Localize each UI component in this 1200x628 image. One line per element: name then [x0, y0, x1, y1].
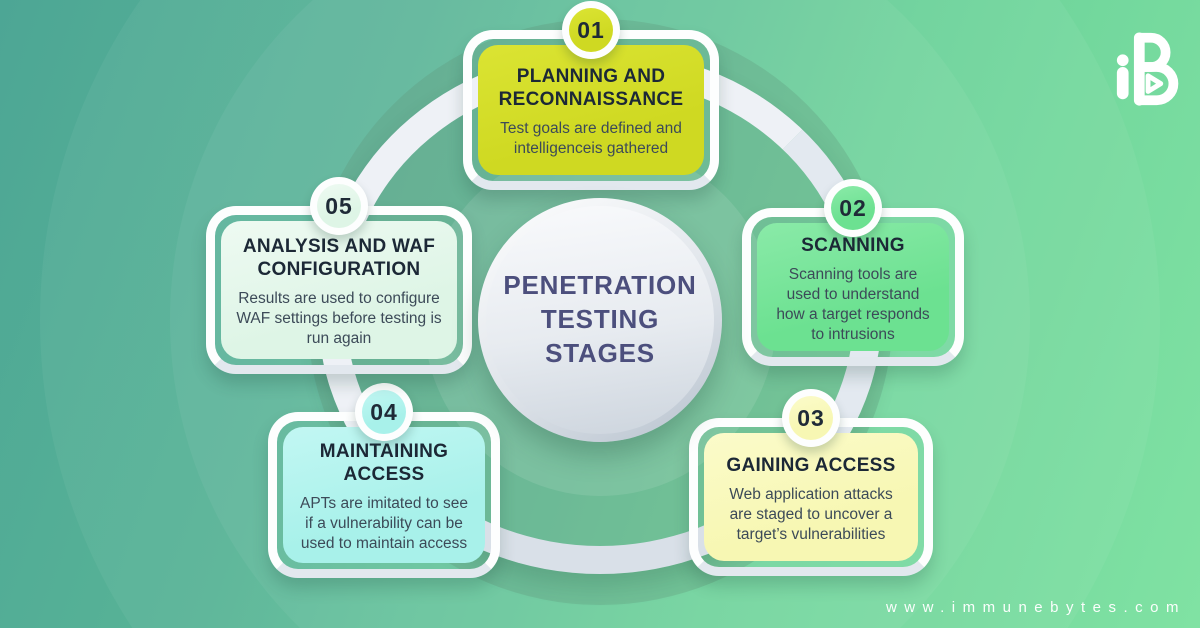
card-body: GAINING ACCESS Web application attacks a… — [704, 433, 918, 561]
stage-card-03: GAINING ACCESS Web application attacks a… — [689, 389, 933, 576]
card-body: SCANNING Scanning tools are used to unde… — [757, 223, 949, 351]
stage-number-badge: 02 — [824, 179, 882, 237]
stage-number-badge: 04 — [355, 383, 413, 441]
card-body: ANALYSIS AND WAF CONFIGURATION Results a… — [221, 221, 457, 359]
stage-number-badge: 03 — [782, 389, 840, 447]
stage-title: PLANNING AND RECONNAISSANCE — [498, 66, 684, 110]
title-line-2: TESTING STAGES — [540, 304, 660, 368]
stage-description: Web application attacks are staged to un… — [729, 485, 893, 544]
stage-number: 01 — [569, 8, 613, 52]
card-body: MAINTAINING ACCESS APTs are imitated to … — [283, 427, 485, 563]
stage-title: ANALYSIS AND WAF CONFIGURATION — [242, 236, 436, 280]
infographic-title: PENETRATION TESTING STAGES — [486, 269, 714, 370]
stage-description: Results are used to configure WAF settin… — [236, 290, 442, 348]
stage-number-badge: 01 — [562, 1, 620, 59]
stage-description: APTs are imitated to see if a vulnerabil… — [300, 495, 468, 553]
stage-number-badge: 05 — [310, 177, 368, 235]
stage-card-01: PLANNING AND RECONNAISSANCE Test goals a… — [463, 1, 719, 190]
stage-number: 02 — [831, 186, 875, 230]
card-body: PLANNING AND RECONNAISSANCE Test goals a… — [478, 45, 704, 175]
stage-number: 03 — [789, 396, 833, 440]
center-circle-inner: PENETRATION TESTING STAGES — [486, 206, 714, 434]
stage-title: MAINTAINING ACCESS — [319, 441, 449, 485]
stage-description: Test goals are defined and intelligencei… — [500, 120, 682, 158]
website-url: www.immunebytes.com — [885, 599, 1186, 616]
stage-description: Scanning tools are used to understand ho… — [776, 265, 930, 344]
immunebytes-logo-icon — [1116, 32, 1179, 106]
stage-title: GAINING ACCESS — [726, 454, 896, 476]
stage-card-02: SCANNING Scanning tools are used to unde… — [742, 179, 964, 366]
title-line-1: PENETRATION — [503, 270, 697, 301]
center-circle: PENETRATION TESTING STAGES — [478, 198, 722, 442]
stage-card-04: MAINTAINING ACCESS APTs are imitated to … — [268, 383, 500, 578]
stage-number: 05 — [317, 184, 361, 228]
stage-title: SCANNING — [801, 234, 905, 256]
stage-card-05: ANALYSIS AND WAF CONFIGURATION Results a… — [206, 177, 472, 374]
stage-number: 04 — [362, 390, 406, 434]
